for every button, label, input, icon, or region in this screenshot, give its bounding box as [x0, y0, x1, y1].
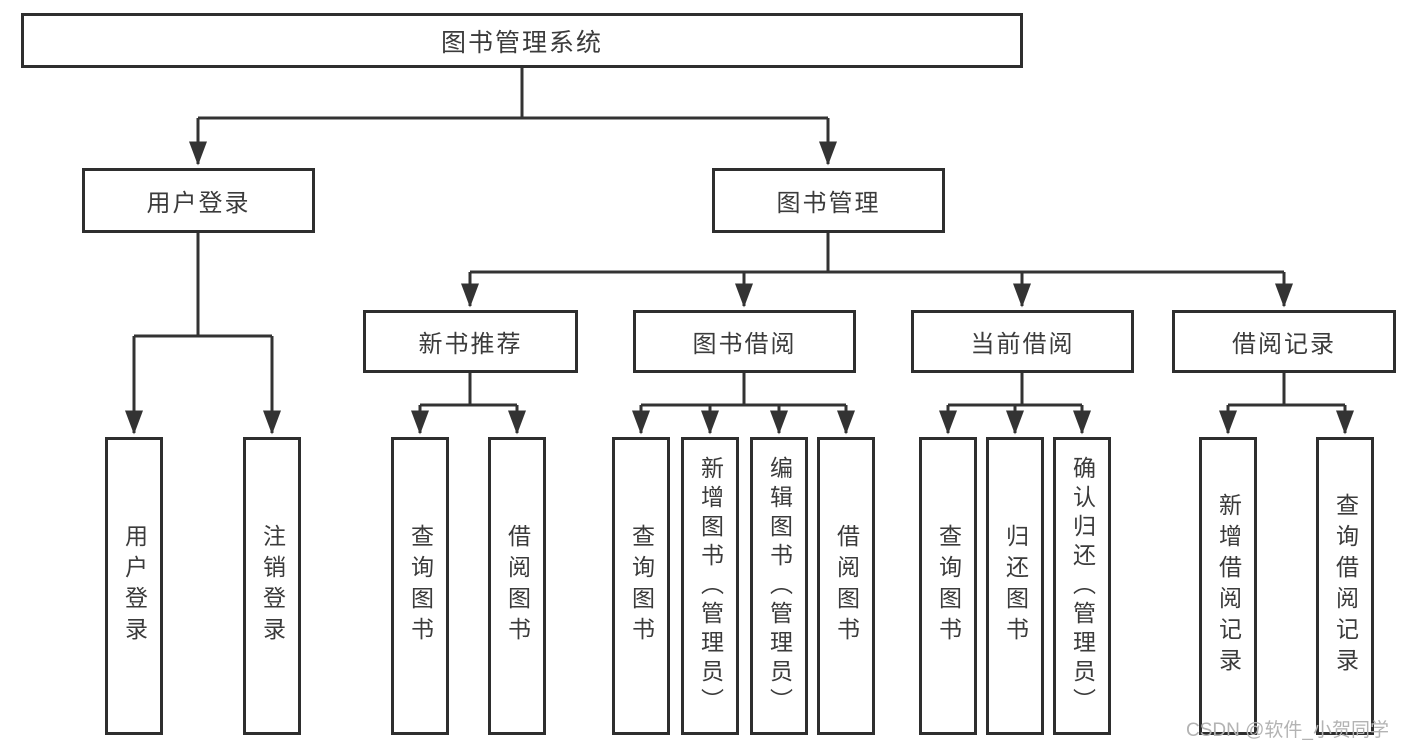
node-current-borrow: 当前借阅 — [911, 310, 1134, 373]
leaf-query-books-current: 查询图书 — [919, 437, 977, 735]
leaf-return-books: 归还图书 — [986, 437, 1044, 735]
leaf-confirm-return-admin: 确认归还（管理员） — [1053, 437, 1111, 735]
node-user-login: 用户登录 — [82, 168, 315, 233]
leaf-borrow-books-borrow-label: 借阅图书 — [833, 524, 860, 648]
leaf-add-books-admin-label: 新增图书（管理员） — [697, 455, 724, 717]
leaf-query-books-recommend-label: 查询图书 — [407, 524, 434, 648]
csdn-watermark: CSDN @软件_小贺同学 — [1186, 720, 1389, 741]
node-current-borrow-label: 当前借阅 — [970, 331, 1075, 358]
node-new-book-recommend-label: 新书推荐 — [418, 331, 523, 358]
leaf-user-login: 用户登录 — [105, 437, 163, 735]
leaf-query-books-borrow: 查询图书 — [612, 437, 670, 735]
node-borrow-records-label: 借阅记录 — [1232, 331, 1336, 358]
leaf-edit-books-admin-label: 编辑图书（管理员） — [766, 455, 793, 717]
node-book-borrow: 图书借阅 — [633, 310, 856, 373]
node-book-management-label: 图书管理 — [776, 190, 881, 217]
leaf-edit-books-admin: 编辑图书（管理员） — [750, 437, 808, 735]
node-root-label: 图书管理系统 — [440, 28, 603, 57]
leaf-query-borrow-record: 查询借阅记录 — [1316, 437, 1374, 735]
leaf-borrow-books-recommend: 借阅图书 — [488, 437, 546, 735]
leaf-query-books-recommend: 查询图书 — [391, 437, 449, 735]
node-user-login-label: 用户登录 — [146, 190, 251, 217]
leaf-add-books-admin: 新增图书（管理员） — [681, 437, 739, 735]
node-book-management: 图书管理 — [712, 168, 945, 233]
leaf-add-borrow-record: 新增借阅记录 — [1199, 437, 1257, 735]
leaf-logout: 注销登录 — [243, 437, 301, 735]
node-root: 图书管理系统 — [21, 13, 1023, 68]
node-borrow-records: 借阅记录 — [1172, 310, 1396, 373]
leaf-borrow-books-recommend-label: 借阅图书 — [504, 524, 531, 648]
connector-group — [125, 68, 1354, 435]
leaf-query-borrow-record-label: 查询借阅记录 — [1332, 493, 1359, 679]
leaf-user-login-label: 用户登录 — [121, 524, 148, 648]
leaf-query-books-borrow-label: 查询图书 — [628, 524, 655, 648]
node-new-book-recommend: 新书推荐 — [363, 310, 578, 373]
leaf-confirm-return-admin-label: 确认归还（管理员） — [1069, 455, 1096, 717]
leaf-query-books-current-label: 查询图书 — [935, 524, 962, 648]
leaf-add-borrow-record-label: 新增借阅记录 — [1215, 493, 1242, 679]
leaf-borrow-books-borrow: 借阅图书 — [817, 437, 875, 735]
leaf-logout-label: 注销登录 — [259, 524, 286, 648]
leaf-return-books-label: 归还图书 — [1002, 524, 1029, 648]
node-book-borrow-label: 图书借阅 — [692, 331, 797, 358]
